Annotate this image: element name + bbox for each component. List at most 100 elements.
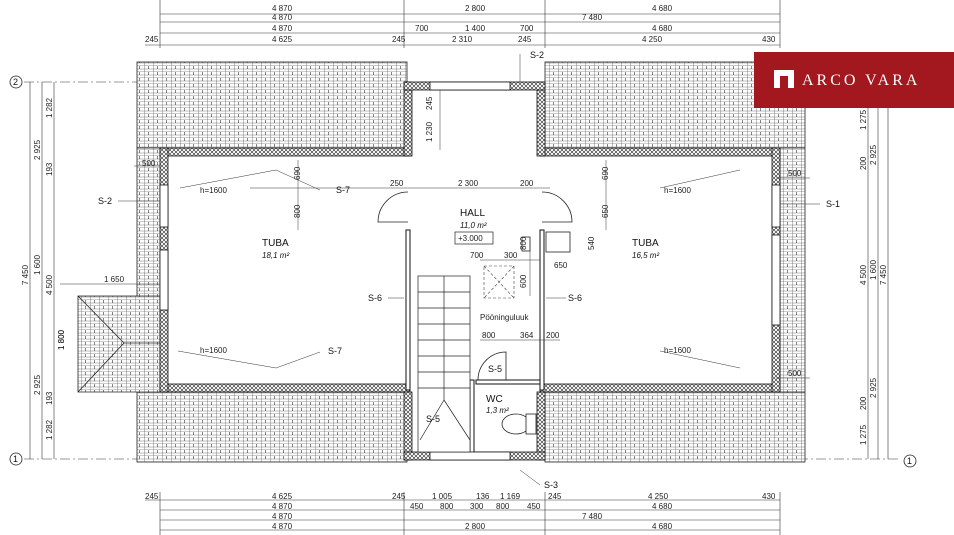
room-area-tuba-left: 18,1 m² — [262, 251, 289, 260]
dim-label: 4 870 — [272, 24, 293, 33]
dim-label: 430 — [762, 35, 776, 44]
height-label: h=1600 — [200, 186, 227, 195]
section-label-s5-top: S-5 — [488, 364, 502, 374]
dim-label: 4 500 — [859, 264, 868, 285]
dim-label: 1 800 — [57, 329, 66, 350]
dim-label: 1 275 — [859, 424, 868, 445]
logo-mark-icon — [774, 70, 794, 88]
dim-label: 1 230 — [425, 121, 434, 142]
dim-label: 193 — [45, 391, 54, 405]
dim-label: 540 — [587, 236, 596, 250]
axis-label-top: 2 — [13, 77, 18, 87]
axis-markers: 2 1 1 — [9, 75, 917, 468]
level-box — [454, 231, 494, 245]
dim-label: 300 — [504, 251, 518, 260]
height-label: h=1600 — [664, 186, 691, 195]
dim-label: 800 — [519, 236, 528, 250]
dim-label: 245 — [425, 96, 434, 110]
height-labels: h=1600 h=1600 h=1600 h=1600 — [200, 186, 691, 355]
dim-label: 4 680 — [652, 502, 673, 511]
top-dimension-lines — [145, 0, 781, 48]
dim-label: 500 — [788, 369, 802, 378]
dim-label: 1 282 — [45, 97, 54, 118]
dim-label: 600 — [519, 274, 528, 288]
dim-label: 450 — [527, 502, 541, 511]
hatch-label: Pööninguluuk — [480, 313, 529, 322]
dim-label: 193 — [45, 162, 54, 176]
dim-label: 4 250 — [642, 35, 663, 44]
dim-label: 4 680 — [652, 522, 673, 531]
dim-label: 250 — [390, 179, 404, 188]
left-dimension-lines — [29, 82, 55, 459]
dim-label: 4 625 — [272, 492, 293, 501]
arco-vara-logo: ARCO VARA — [754, 52, 954, 108]
dim-label: 700 — [415, 24, 429, 33]
dim-label: 2 300 — [458, 179, 479, 188]
room-name-tuba-left: TUBA — [262, 238, 289, 249]
dim-label: 650 — [601, 204, 610, 218]
dim-label: 430 — [762, 492, 776, 501]
dim-label: 364 — [520, 331, 534, 340]
dim-label: 800 — [440, 502, 454, 511]
dim-label: 2 310 — [452, 35, 473, 44]
section-label-s6-right: S-6 — [568, 293, 582, 303]
dim-label: 2 800 — [465, 522, 486, 531]
section-label-s5-bottom: S-5 — [426, 414, 440, 424]
dim-label: 245 — [145, 492, 159, 501]
dim-label: 300 — [470, 502, 484, 511]
dim-label: 800 — [293, 204, 302, 218]
dim-label: 245 — [392, 492, 406, 501]
section-label-s1: S-1 — [826, 199, 840, 209]
internal-dimension-labels: 1 230 245 690 800 500 1 650 1 800 250 2 … — [57, 96, 802, 378]
room-name-wc: WC — [486, 394, 503, 405]
dim-label: 7 480 — [582, 512, 603, 521]
section-label-s7-bottom: S-7 — [328, 346, 342, 356]
dim-label: 700 — [470, 251, 484, 260]
height-label: h=1600 — [664, 346, 691, 355]
left-dimension-labels: 7 450 2 925 1 600 2 925 4 500 1 282 193 … — [21, 97, 66, 440]
dim-label: 700 — [520, 24, 534, 33]
dim-label: 4 870 — [272, 13, 293, 22]
hall-level: +3.000 — [458, 234, 483, 243]
dim-label: 4 680 — [652, 4, 673, 13]
height-label: h=1600 — [200, 346, 227, 355]
dim-label: 136 — [476, 492, 490, 501]
dim-label: 245 — [145, 35, 159, 44]
dim-label: 2 925 — [33, 374, 42, 395]
dim-label: 7 480 — [582, 13, 603, 22]
dim-label: 245 — [548, 492, 562, 501]
dim-label: 500 — [788, 169, 802, 178]
section-label-s7-top: S-7 — [336, 185, 350, 195]
section-leaders — [118, 54, 820, 486]
dim-label: 500 — [142, 159, 156, 168]
bottom-dimension-labels: 245 4 625 245 1 005 136 1 169 245 4 250 … — [145, 492, 776, 531]
axis-label-bottom-right: 1 — [907, 456, 912, 466]
attic-hatch — [483, 265, 515, 299]
roof-tiles — [77, 61, 806, 463]
dim-label: 7 450 — [879, 264, 888, 285]
dim-label: 4 870 — [272, 4, 293, 13]
dim-label: 245 — [392, 35, 406, 44]
logo-text: ARCO VARA — [802, 72, 921, 89]
stairs — [417, 275, 471, 453]
dim-label: 4 870 — [272, 522, 293, 531]
dim-label: 800 — [482, 331, 496, 340]
top-dimension-labels: 4 870 2 800 4 680 4 870 7 480 4 870 700 … — [145, 4, 776, 44]
dim-label: 2 925 — [869, 377, 878, 398]
doors — [377, 191, 573, 381]
room-area-tuba-right: 16,5 m² — [632, 251, 659, 260]
dim-label: 1 600 — [33, 254, 42, 275]
dim-label: 2 925 — [869, 144, 878, 165]
dim-label: 200 — [859, 156, 868, 170]
dim-label: 4 500 — [45, 274, 54, 295]
wc-fixtures — [501, 231, 571, 435]
dim-label: 200 — [546, 331, 560, 340]
room-name-hall: HALL — [460, 208, 485, 219]
dim-label: 4 680 — [652, 24, 673, 33]
dim-label: 1 400 — [465, 24, 486, 33]
dim-label: 4 625 — [272, 35, 293, 44]
dim-label: 450 — [410, 502, 424, 511]
dim-label: 200 — [859, 396, 868, 410]
dim-label: 1 650 — [104, 275, 125, 284]
